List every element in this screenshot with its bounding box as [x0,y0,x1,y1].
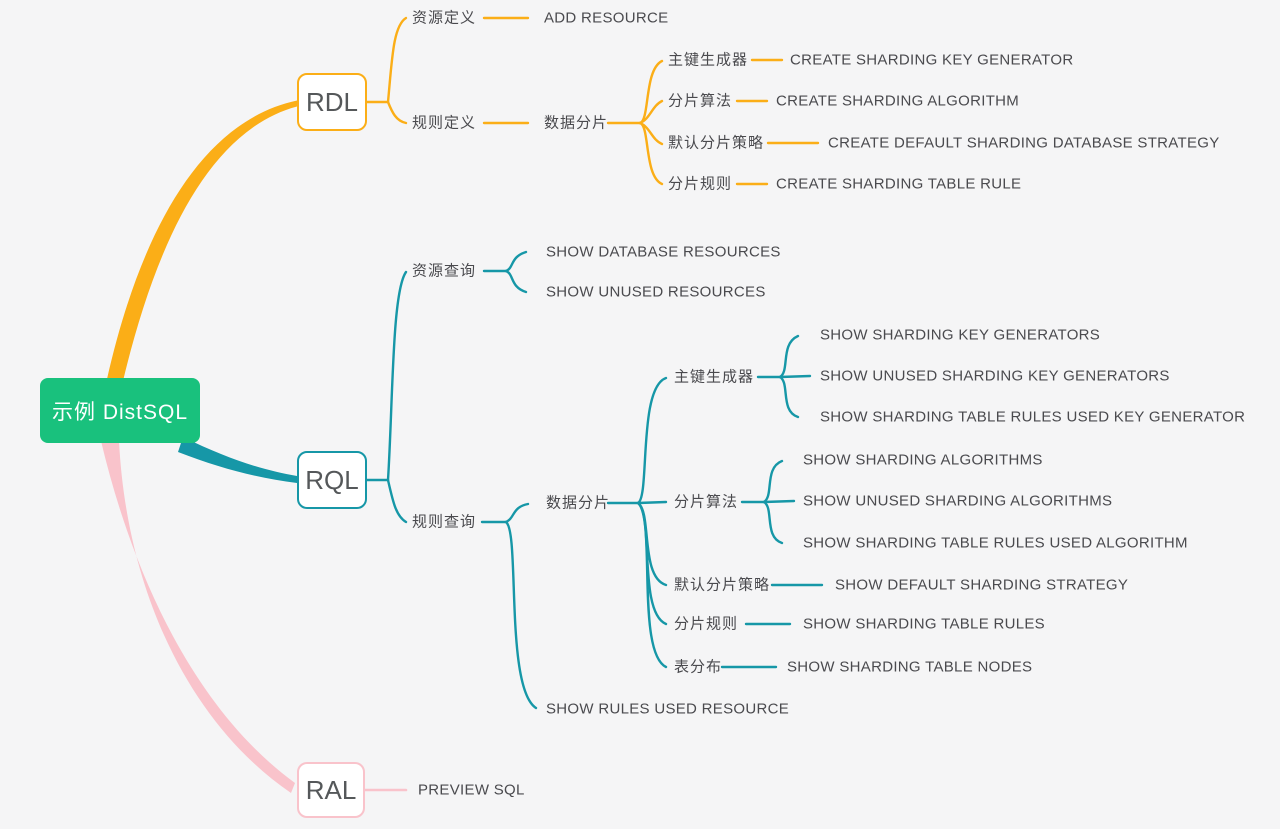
topic-preview-sql[interactable]: PREVIEW SQL [418,781,525,799]
topic-resource-query[interactable]: 资源查询 [412,262,477,280]
topic-show-default-sharding-strategy[interactable]: SHOW DEFAULT SHARDING STRATEGY [835,576,1129,594]
topic-create-sharding-algorithm[interactable]: CREATE SHARDING ALGORITHM [776,92,1020,110]
topic-rql-default-sharding-strategy[interactable]: 默认分片策略 [674,576,771,594]
topic-table-distribution[interactable]: 表分布 [674,658,723,676]
rdl-connectors [365,16,820,186]
ral-main-branch [101,441,295,793]
topic-create-sharding-key-generator[interactable]: CREATE SHARDING KEY GENERATOR [790,51,1074,69]
topic-show-sharding-algorithms[interactable]: SHOW SHARDING ALGORITHMS [803,451,1043,469]
topic-rule-definition[interactable]: 规则定义 [412,114,477,132]
topic-show-unused-sharding-algorithms[interactable]: SHOW UNUSED SHARDING ALGORITHMS [803,492,1113,510]
rdl-main-branch [107,100,297,381]
topic-add-resource[interactable]: ADD RESOURCE [544,9,669,27]
topic-rule-query[interactable]: 规则查询 [412,513,477,531]
topic-show-sharding-table-rules[interactable]: SHOW SHARDING TABLE RULES [803,615,1045,633]
topic-show-sharding-table-rules-used-key-generator[interactable]: SHOW SHARDING TABLE RULES USED KEY GENER… [820,408,1246,426]
root-node-label: 示例 DistSQL [51,400,189,424]
topic-show-database-resources[interactable]: SHOW DATABASE RESOURCES [546,243,781,261]
topic-show-unused-resources[interactable]: SHOW UNUSED RESOURCES [546,283,766,301]
topic-create-default-sharding-database-strategy[interactable]: CREATE DEFAULT SHARDING DATABASE STRATEG… [828,134,1220,152]
topic-show-unused-sharding-key-generators[interactable]: SHOW UNUSED SHARDING KEY GENERATORS [820,367,1170,385]
topic-show-sharding-key-generators[interactable]: SHOW SHARDING KEY GENERATORS [820,326,1101,344]
topic-show-sharding-table-nodes[interactable]: SHOW SHARDING TABLE NODES [787,658,1033,676]
ral-node[interactable]: RAL [297,762,365,818]
topic-rql-sharding-algorithm[interactable]: 分片算法 [674,493,739,511]
rql-node-label: RQL [305,464,359,495]
topic-rdl-data-sharding[interactable]: 数据分片 [544,114,609,132]
rql-main-branch [178,437,297,483]
topic-rql-data-sharding[interactable]: 数据分片 [546,494,611,512]
topic-show-rules-used-resource[interactable]: SHOW RULES USED RESOURCE [546,700,790,718]
topic-rql-sharding-rule[interactable]: 分片规则 [674,615,739,633]
topic-rdl-default-sharding-strategy[interactable]: 默认分片策略 [668,134,765,152]
topic-rdl-sharding-rule[interactable]: 分片规则 [668,175,733,193]
topic-create-sharding-table-rule[interactable]: CREATE SHARDING TABLE RULE [776,175,1022,193]
root-node[interactable]: 示例 DistSQL [40,378,200,443]
rdl-node[interactable]: RDL [297,73,367,131]
topic-resource-definition[interactable]: 资源定义 [412,9,477,27]
ral-node-label: RAL [305,774,357,805]
topic-rdl-key-generator[interactable]: 主键生成器 [668,51,749,69]
rdl-node-label: RDL [305,86,358,117]
topic-rdl-sharding-algorithm[interactable]: 分片算法 [668,92,733,110]
topic-show-sharding-table-rules-used-algorithm[interactable]: SHOW SHARDING TABLE RULES USED ALGORITHM [803,534,1188,552]
topic-rql-key-generator[interactable]: 主键生成器 [674,368,755,386]
rql-node[interactable]: RQL [297,451,367,509]
rql-connectors [365,250,824,710]
